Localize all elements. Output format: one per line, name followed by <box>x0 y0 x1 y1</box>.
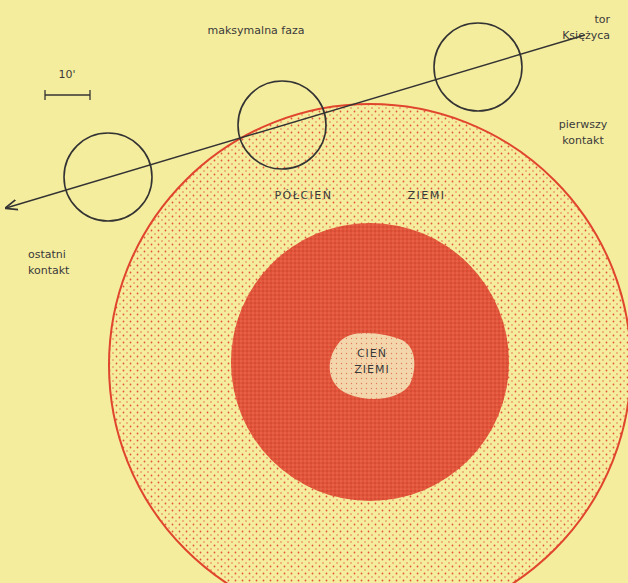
contact-label-wrap: ostatni kontakt <box>28 247 88 279</box>
contact-label: maksymalna faza <box>208 23 305 39</box>
moon-circle: maksymalna faza <box>237 80 327 170</box>
contact-label-wrap: maksymalna faza <box>208 23 305 39</box>
penumbra-circle: PÓŁCIEŃ ZIEMI CIEŃ ZIEMI <box>108 103 628 583</box>
contact-label: ostatni kontakt <box>28 247 88 279</box>
region-label: PÓŁCIEŃ ZIEMI <box>274 188 445 204</box>
moon-circle: ostatni kontakt <box>63 132 153 222</box>
path-label: tor Księżyca <box>546 12 610 44</box>
region-label: CIEŃ ZIEMI <box>347 346 397 378</box>
scale-label-wrap: 10' <box>58 67 75 83</box>
umbra-circle: CIEŃ ZIEMI <box>230 222 510 502</box>
region-label-wrap: PÓŁCIEŃ ZIEMI <box>274 188 445 204</box>
scale-label: 10' <box>58 67 75 83</box>
path-label-wrap: tor Księżyca <box>546 12 610 44</box>
contact-label-wrap: pierwszy kontakt <box>552 117 614 149</box>
umb-shape <box>230 222 510 502</box>
moon-shape <box>237 80 327 170</box>
moon-shape <box>63 132 153 222</box>
contact-label: pierwszy kontakt <box>552 117 614 149</box>
moon-path <box>6 35 585 208</box>
region-label-wrap: CIEŃ ZIEMI <box>347 346 397 378</box>
scale-bar <box>45 90 90 100</box>
moon-shape <box>433 22 523 112</box>
moon-circle: pierwszy kontakt <box>433 22 523 112</box>
